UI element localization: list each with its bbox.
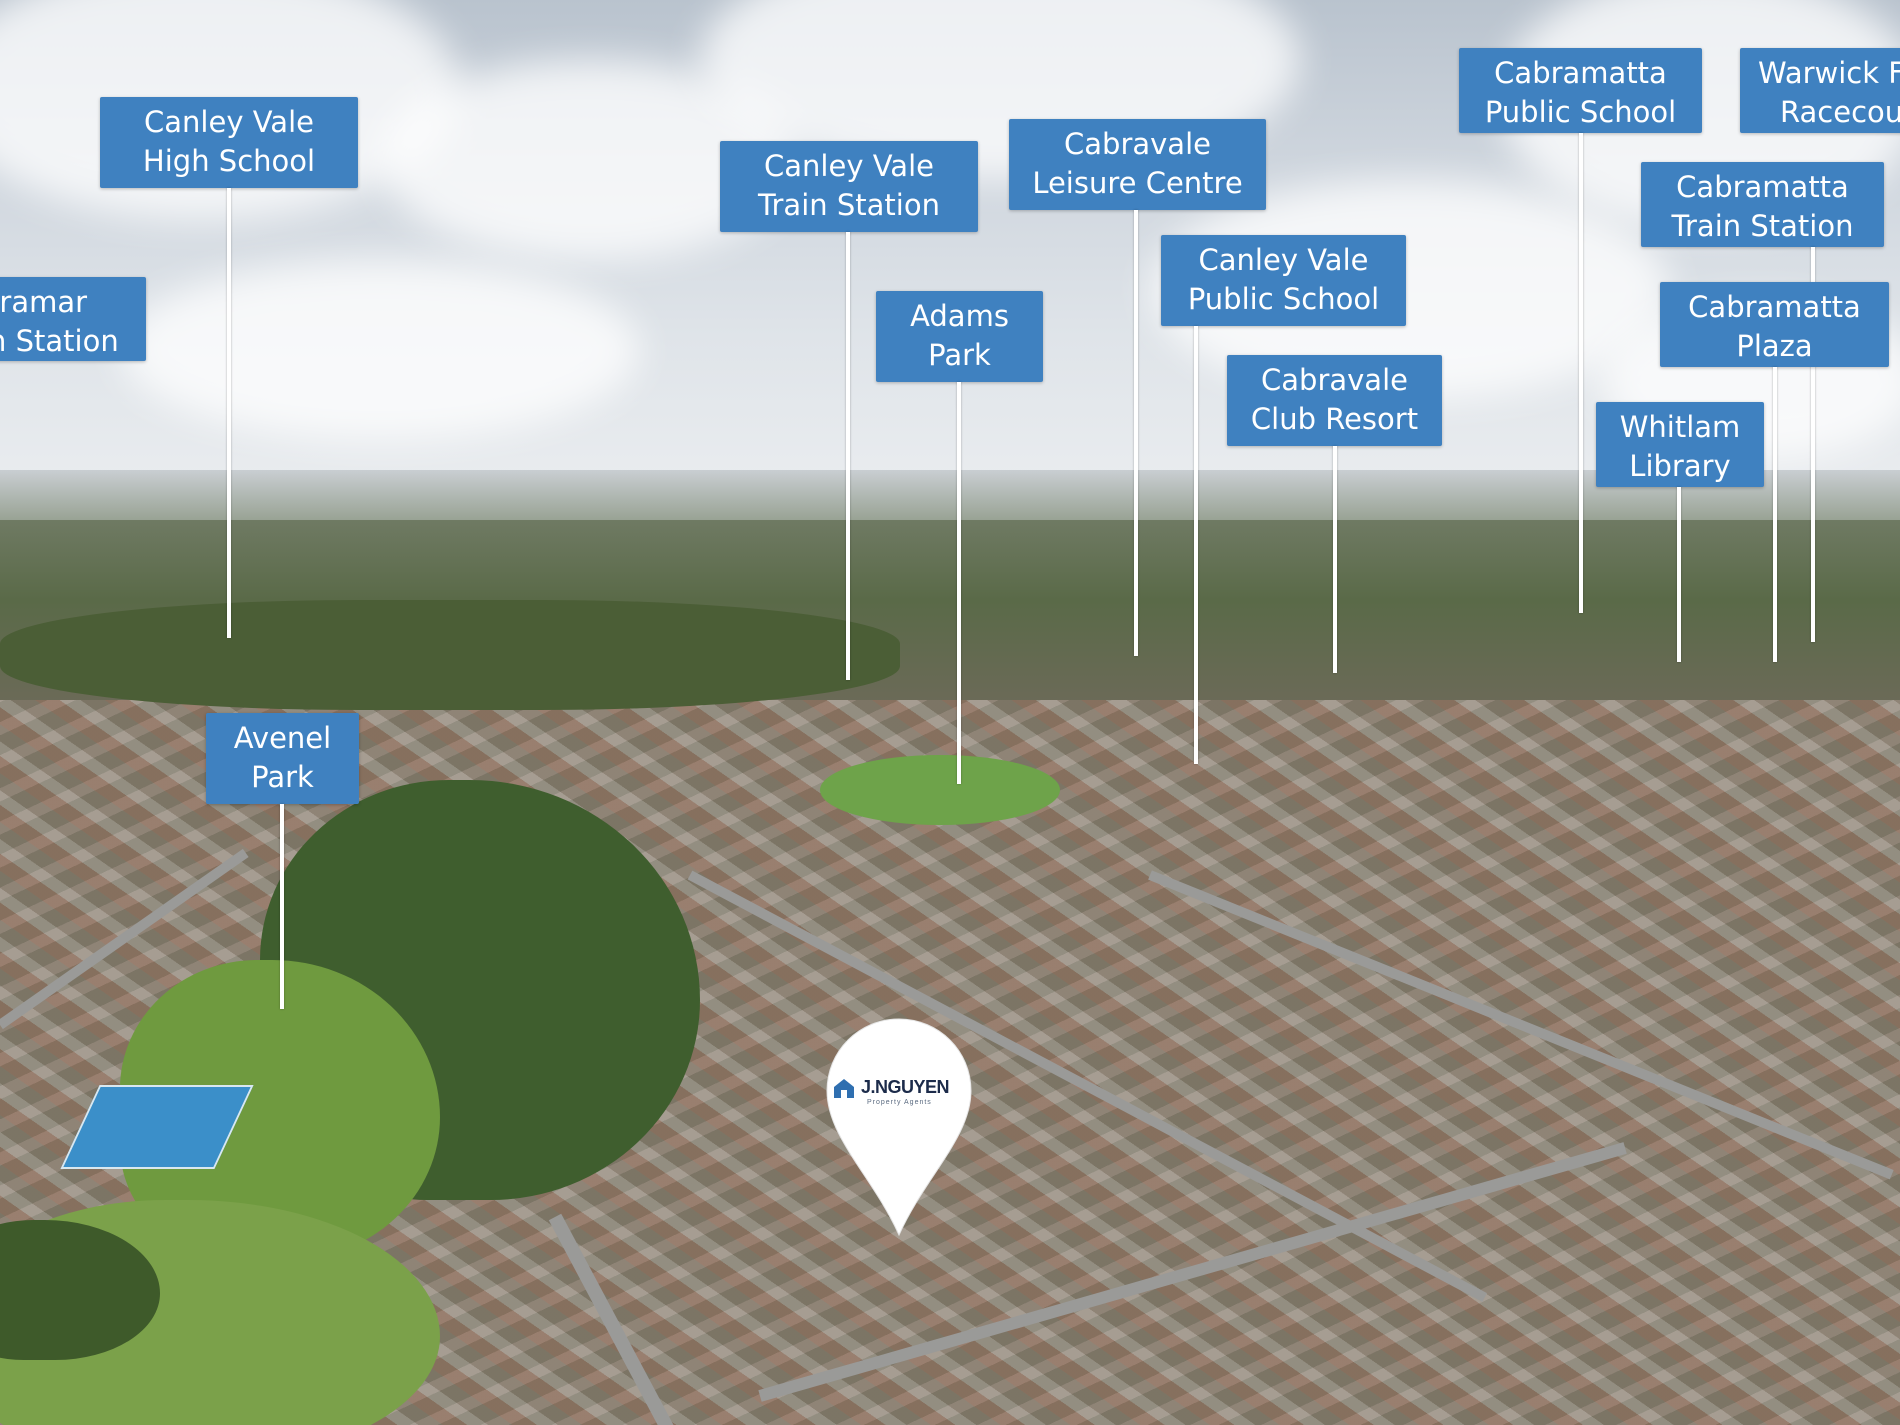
callout-label: Canley Vale Train Station <box>720 141 978 232</box>
callout-line-2: Train Station <box>758 188 940 222</box>
callout-line-2: Club Resort <box>1250 402 1419 436</box>
leader-line <box>957 382 961 784</box>
callout-label: Cabramatta Public School <box>1459 48 1702 133</box>
leader-line <box>1194 326 1198 764</box>
callout-line-1: Adams <box>910 299 1009 333</box>
callout-line-2: Public School <box>1484 95 1677 129</box>
callout-label: Whitlam Library <box>1596 402 1764 487</box>
pin-shape <box>826 1018 972 1237</box>
brand-name: J.NGUYEN <box>861 1077 950 1097</box>
house-icon <box>831 1075 857 1105</box>
leader-line <box>846 232 850 680</box>
callout-line-1: Warwick F <box>1758 56 1900 90</box>
callout-line-1: Canley Vale <box>764 149 934 183</box>
adams-park-oval <box>820 755 1060 825</box>
callout-line-2: Park <box>251 760 314 794</box>
callout-line-1: Cabravale <box>1261 363 1408 397</box>
callout-line-2: Train Station <box>1671 209 1854 243</box>
leader-line <box>280 804 284 1009</box>
callout-line-2: High School <box>142 144 316 178</box>
leader-line <box>1811 247 1815 642</box>
callout-line-1: Whitlam <box>1619 410 1741 444</box>
leader-line <box>1333 446 1337 673</box>
property-location-pin: J.NGUYEN Property Agents <box>823 1017 975 1237</box>
callout-label: Cabravale Leisure Centre <box>1009 119 1266 210</box>
callout-label: Cabravale Club Resort <box>1227 355 1442 446</box>
callout-line-2: Racecou <box>1780 95 1900 129</box>
callout-line-2: Leisure Centre <box>1032 166 1243 200</box>
callout-line-1: Canley Vale <box>144 105 314 139</box>
tree-line <box>0 600 900 710</box>
callout-line-1: Cabravale <box>1064 127 1211 161</box>
callout-line-1: rramar <box>0 285 88 319</box>
leader-line <box>1677 487 1681 662</box>
callout-line-2: Park <box>928 338 991 372</box>
leader-line <box>1134 210 1138 656</box>
callout-line-1: Cabramatta <box>1676 170 1849 204</box>
callout-line-2: n Station <box>0 324 119 358</box>
callout-label: Cabramatta Plaza <box>1660 282 1889 367</box>
callout-line-1: Cabramatta <box>1688 290 1861 324</box>
callout-label: rramar n Station <box>0 277 146 361</box>
callout-line-2: Library <box>1629 449 1731 483</box>
callout-label: Canley Vale High School <box>100 97 358 188</box>
callout-label: Canley Vale Public School <box>1161 235 1406 326</box>
callout-label: Cabramatta Train Station <box>1641 162 1884 247</box>
callout-line-2: Public School <box>1187 282 1380 316</box>
callout-line-2: Plaza <box>1736 329 1813 363</box>
callout-line-1: Avenel <box>233 721 332 755</box>
callout-line-1: Canley Vale <box>1198 243 1369 277</box>
leader-line <box>1773 367 1777 662</box>
leader-line <box>227 188 231 638</box>
callout-label: Warwick F Racecou <box>1740 48 1900 133</box>
callout-line-1: Cabramatta <box>1494 56 1667 90</box>
callout-label: Avenel Park <box>206 713 359 804</box>
callout-label: Adams Park <box>876 291 1043 382</box>
cloud <box>120 260 640 440</box>
brand-tagline: Property Agents <box>867 1099 932 1106</box>
leader-line <box>1579 133 1583 613</box>
